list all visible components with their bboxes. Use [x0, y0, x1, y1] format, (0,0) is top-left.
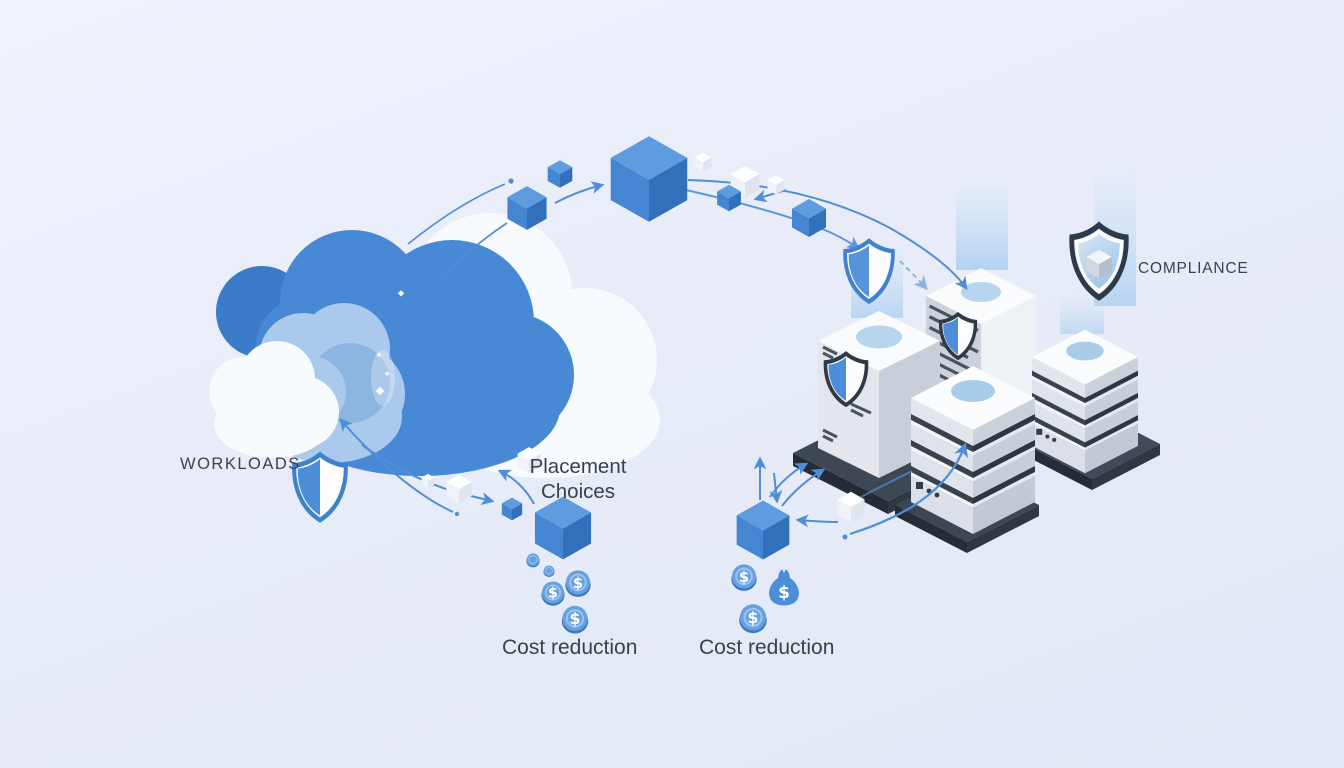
arrow-into-cloud: [339, 418, 454, 513]
dollar-glyph: $: [739, 568, 749, 586]
placement-line-1: Placement: [529, 455, 627, 478]
cube-icon: [792, 199, 826, 237]
server-tower-right: [1031, 329, 1139, 474]
dollar-glyph: $: [548, 586, 558, 602]
dollar-glyph: $: [747, 608, 758, 627]
arrow-left-to-cube: [795, 514, 839, 528]
coin-icon: [543, 565, 555, 578]
placement-line-2: Choices: [540, 479, 616, 503]
coin-icon: [525, 552, 541, 568]
dollar-glyph: $: [569, 609, 580, 628]
cloud-light-streak: [371, 350, 395, 406]
arrow-to-big-cube: [554, 181, 605, 204]
arrow-dashed-shield: [899, 260, 928, 291]
cloud-small-white: [209, 341, 339, 458]
cloud-icon: [209, 213, 660, 478]
arc-to-shield: [685, 189, 861, 250]
arc-dot-3: [842, 534, 848, 540]
cube-icon-white: [421, 473, 435, 489]
cube-icon-placement-right: [736, 500, 790, 560]
server-vent-lines: [822, 345, 872, 443]
compliance-label: COMPLIANCE: [1138, 260, 1249, 277]
arc-dot: [508, 178, 514, 184]
workloads-shield-icon: [294, 454, 346, 520]
cube-icon-large: [610, 136, 688, 222]
arc-up-line-2: [436, 222, 508, 282]
dollar-glyph: $: [778, 583, 790, 603]
arrow-down: [769, 472, 783, 504]
arc-into-stack: [849, 442, 968, 536]
cost-reduction-label-right: Cost reduction: [699, 636, 835, 659]
arrow-diag-2: [781, 468, 826, 507]
placement-choices-label: Placement Choices: [488, 455, 668, 504]
dollar-glyph: $: [573, 574, 583, 592]
arc-up-line-1: [407, 183, 506, 245]
cost-icons: $ $ $ $ $ $: [525, 552, 799, 635]
cube-icon-white: [694, 152, 712, 172]
cube-icon-placement-left: [534, 496, 592, 560]
server-tower-front: [911, 366, 1035, 534]
cost-reduction-label-left: Cost reduction: [502, 636, 638, 659]
cube-icon: [547, 160, 573, 188]
line-to-platform: [860, 470, 913, 498]
arrow-left-small: [753, 189, 787, 203]
money-bag-icon: [769, 569, 799, 606]
cube-icon-white: [446, 474, 472, 504]
sparkles: [375, 290, 405, 396]
arc-dot-2: [454, 511, 460, 517]
arrow-placement-upleft: [497, 469, 535, 505]
workloads-label: WORKLOADS: [180, 455, 301, 473]
